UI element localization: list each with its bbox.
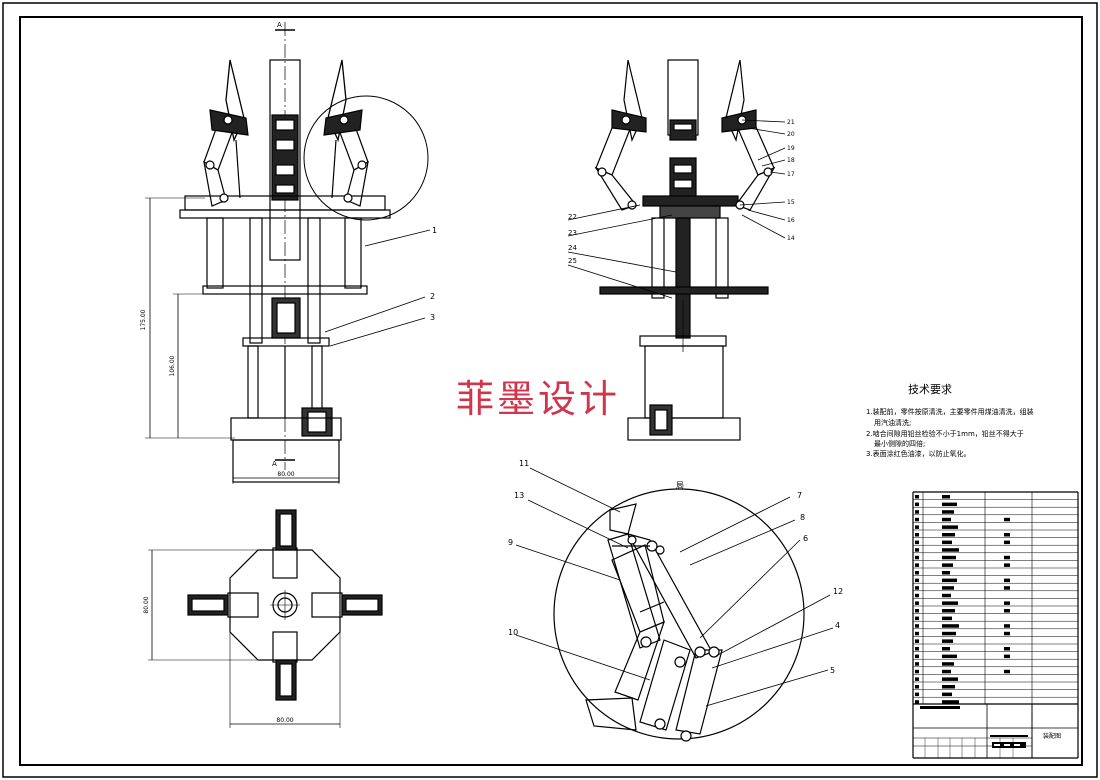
dim-80-front: 80.00 <box>277 471 294 478</box>
top-view <box>148 509 383 728</box>
balloon-23: 23 <box>568 229 577 237</box>
watermark: 菲墨设计 <box>456 377 620 421</box>
dim-106: 106.00 <box>169 355 176 376</box>
balloon-12: 12 <box>833 587 843 596</box>
balloon-6: 6 <box>803 534 808 543</box>
front-view <box>145 22 431 484</box>
requirement-line-5: 3.表面涂红色油漆，以防止氧化。 <box>866 449 971 458</box>
title-block: 装配图 <box>1043 732 1061 740</box>
side-view-labels: 22 23 24 25 21 20 19 18 17 15 16 14 <box>568 119 795 265</box>
requirement-line-4: 最小侧隙的四倍; <box>874 439 925 448</box>
balloon-9: 9 <box>508 538 513 547</box>
balloon-25: 25 <box>568 257 577 265</box>
balloon-13: 13 <box>514 491 524 500</box>
balloon-22: 22 <box>568 213 577 221</box>
balloon-14: 14 <box>787 235 795 242</box>
balloon-18: 18 <box>787 157 795 164</box>
section-mark-top: A <box>277 21 282 29</box>
balloon-20: 20 <box>787 131 795 138</box>
balloon-1: 1 <box>432 226 437 235</box>
requirements-title: 技术要求 <box>908 383 952 396</box>
front-view-labels: 175.00 106.00 80.00 A A 1 2 3 <box>140 21 437 478</box>
balloon-5: 5 <box>830 666 835 675</box>
balloon-10: 10 <box>508 628 518 637</box>
detail-view-labels: 局 11 13 9 10 7 8 6 12 4 5 <box>508 459 843 675</box>
balloon-11: 11 <box>519 459 529 468</box>
balloon-16: 16 <box>787 217 795 224</box>
balloon-2: 2 <box>430 292 435 301</box>
requirement-line-3: 2.啮合间隙用铅丝检验不小于1mm，铅丝不得大于 <box>866 429 1024 438</box>
section-mark-bottom: A <box>272 460 277 468</box>
technical-requirements: 技术要求 1.装配前，零件按原清洗，主要零件用煤油清洗，组装 用汽油清洗; 2.… <box>866 383 1034 458</box>
balloon-24: 24 <box>568 244 577 252</box>
dim-175: 175.00 <box>140 309 147 330</box>
balloon-17: 17 <box>787 171 795 178</box>
side-view <box>567 59 786 441</box>
balloon-3: 3 <box>430 313 435 322</box>
dim-80-vertical: 80.00 <box>143 596 150 613</box>
detail-label: 局 <box>676 481 684 490</box>
balloon-21: 21 <box>787 119 795 126</box>
requirement-line-1: 1.装配前，零件按原清洗，主要零件用煤油清洗，组装 <box>866 407 1034 416</box>
top-view-labels: 80.00 80.00 <box>143 596 294 724</box>
requirement-line-2: 用汽油清洗; <box>874 418 911 427</box>
balloon-19: 19 <box>787 145 795 152</box>
inner-border <box>19 16 1083 766</box>
drawing-name: 装配图 <box>1043 732 1061 740</box>
bom-table <box>912 491 1079 759</box>
balloon-15: 15 <box>787 199 795 206</box>
detail-view <box>515 467 834 742</box>
balloon-8: 8 <box>800 513 805 522</box>
balloon-7: 7 <box>797 491 802 500</box>
dim-80-horizontal: 80.00 <box>276 717 293 724</box>
balloon-4: 4 <box>835 621 840 630</box>
